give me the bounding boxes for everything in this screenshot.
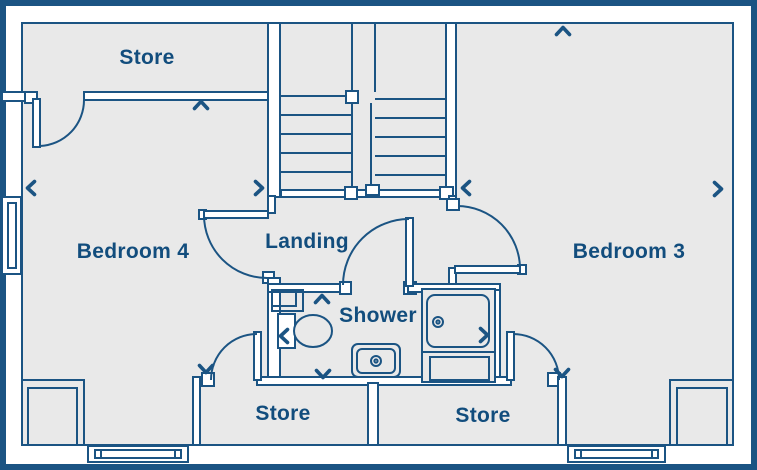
chevron-right-icon (712, 180, 724, 198)
chevron-right-icon (478, 326, 490, 344)
chevron-left-icon (460, 179, 472, 197)
chevron-markers (25, 25, 724, 380)
room-label-landing: Landing (265, 230, 349, 253)
closet-bottom-right (669, 379, 734, 446)
store-bottom-left-door (210, 331, 262, 381)
chevron-down-icon (553, 367, 571, 379)
store-top-door (32, 98, 86, 148)
window-left (1, 196, 22, 275)
window-bottom-left (87, 445, 189, 463)
shower-enclosure (421, 288, 496, 383)
wash-basin (351, 343, 401, 378)
room-label-store-bottom-left: Store (255, 402, 311, 425)
boxed-pipework (271, 289, 304, 312)
chevron-down-icon (314, 368, 332, 380)
chevron-down-icon (197, 363, 215, 375)
chevron-up-icon (313, 293, 331, 305)
bedroom4-door (198, 209, 269, 279)
chevron-up-icon (554, 25, 572, 37)
bedroom3-door (446, 198, 527, 275)
store-top-walls (1, 91, 275, 104)
store-bottom-left-walls (192, 372, 379, 446)
chevron-up-icon (192, 99, 210, 111)
room-label-store-bottom-right: Store (455, 404, 511, 427)
chevron-left-icon (278, 327, 290, 345)
window-bottom-right (567, 445, 666, 463)
shower-room-door (342, 217, 414, 287)
chevron-left-icon (25, 179, 37, 197)
room-label-store-top: Store (119, 46, 175, 69)
closet-bottom-left (21, 379, 85, 446)
room-label-shower: Shower (339, 304, 417, 327)
stair-treads-right (375, 98, 446, 176)
room-label-bedroom-4: Bedroom 4 (76, 240, 190, 263)
room-label-bedroom-3: Bedroom 3 (572, 240, 686, 263)
chevron-right-icon (253, 179, 265, 197)
stair-treads-left (281, 95, 352, 173)
store-bottom-right-walls (547, 372, 567, 446)
